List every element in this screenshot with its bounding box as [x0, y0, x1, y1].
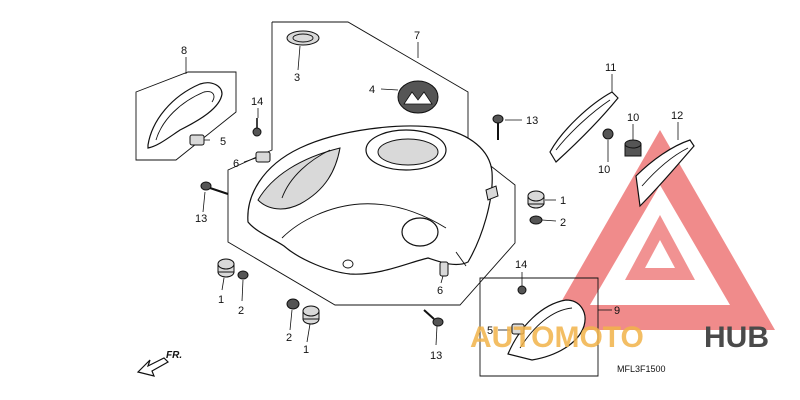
part-10-grommet-large — [624, 139, 642, 157]
watermark-triangle-hole — [645, 240, 675, 268]
callout-5-lower: 5 — [487, 325, 493, 337]
front-arrow-label: FR. — [166, 350, 182, 361]
watermark-text: AUTOMOTO HUB — [470, 321, 769, 354]
callout-13-bottom: 13 — [430, 350, 442, 362]
part-14-screw-right — [517, 285, 527, 295]
part-2-collar-left — [237, 270, 249, 280]
part-5-clip-left — [189, 134, 205, 146]
part-4-emblem — [397, 80, 439, 114]
callout-1-bottom: 1 — [303, 344, 309, 356]
part-9-lower-cover — [507, 299, 586, 361]
callout-2-right: 2 — [560, 217, 566, 229]
part-14-screw-left — [252, 118, 262, 137]
callout-5-left: 5 — [220, 136, 226, 148]
group-box-8 — [135, 71, 237, 161]
watermark-brand-right: HUB — [704, 321, 769, 354]
part-10-grommet-small — [602, 128, 614, 140]
part-3-grommet — [286, 30, 320, 46]
callout-10-upper: 10 — [627, 112, 639, 124]
part-11-strip — [549, 91, 619, 163]
callout-numbers: 8 14 5 6 13 3 7 4 13 11 10 10 12 1 2 1 2… — [181, 30, 683, 362]
part-8-side-cover — [147, 82, 223, 149]
part-3-grommet-inner — [292, 33, 314, 43]
callout-12: 12 — [671, 110, 683, 122]
callout-10-lower: 10 — [598, 164, 610, 176]
part-7-tank-cover — [247, 125, 499, 275]
part-5-clip-lower — [511, 323, 525, 335]
part-1-grommet-left — [217, 258, 235, 278]
callout-8: 8 — [181, 45, 187, 57]
part-13-bolt-left — [200, 181, 229, 195]
callout-9: 9 — [614, 305, 620, 317]
callout-4: 4 — [369, 84, 375, 96]
watermark-logo — [545, 130, 775, 330]
part-6-clip-left — [255, 151, 271, 163]
part-8-side-cover-inner — [155, 91, 215, 141]
callout-13-top: 13 — [526, 115, 538, 127]
assembly-outline — [227, 21, 516, 306]
callout-2-bottom: 2 — [286, 332, 292, 344]
callout-11: 11 — [605, 62, 616, 74]
callout-1-left: 1 — [218, 294, 224, 306]
part-13-bolt-top — [492, 114, 504, 140]
callout-7: 7 — [414, 30, 420, 42]
callout-3: 3 — [294, 72, 300, 84]
front-arrow: FR. — [136, 350, 182, 377]
callout-13-left: 13 — [195, 213, 207, 225]
part-12-right-cover — [635, 139, 695, 208]
part-1-grommet-right — [527, 190, 545, 209]
leader-lines — [185, 42, 679, 346]
watermark-brand-left: AUTOMOTO — [470, 321, 644, 354]
callout-1-right: 1 — [560, 195, 566, 207]
part-13-bolt-bottom — [423, 309, 444, 327]
callout-2-left: 2 — [238, 305, 244, 317]
part-6-clip-lower — [439, 261, 449, 277]
callout-6-lower: 6 — [437, 285, 443, 297]
callout-6-left: 6 — [233, 158, 239, 170]
group-box-9 — [479, 277, 599, 377]
callout-14-right: 14 — [515, 259, 527, 271]
part-2-collar-right — [529, 215, 543, 225]
part-2-collar-bottom — [286, 298, 300, 310]
diagram-code: MFL3F1500 — [617, 364, 666, 374]
callout-14-left: 14 — [251, 96, 263, 108]
front-arrow-icon — [136, 357, 169, 377]
part-1-grommet-bottom — [302, 305, 320, 325]
